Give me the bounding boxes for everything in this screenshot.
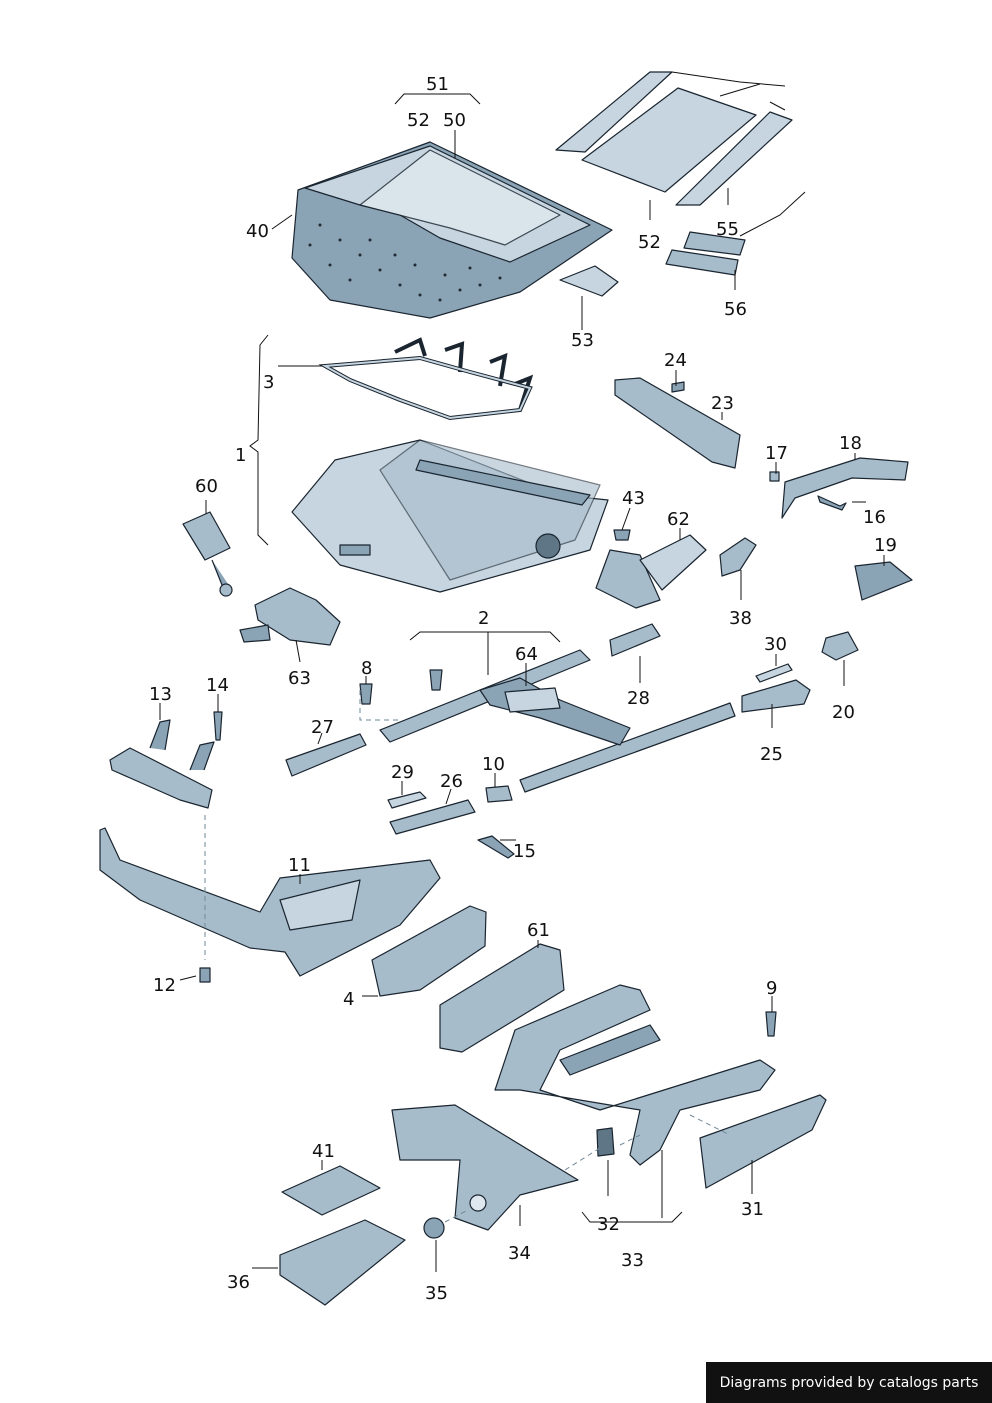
trim-part-26 (389, 799, 476, 835)
callout-8: 8 (361, 658, 372, 679)
cover-part-28 (609, 623, 661, 657)
ring-part-20 (821, 631, 859, 661)
screw-part-8b (429, 669, 443, 691)
callout-16: 16 (863, 507, 886, 528)
control-module-part-61 (439, 943, 565, 1053)
cover-part-38 (719, 537, 757, 577)
leader-lines (159, 93, 885, 1272)
callout-17: 17 (765, 443, 788, 464)
seat-cushion-part-40 (291, 141, 613, 319)
trim-part-23 (614, 377, 741, 469)
trim-panel-part-31 (699, 1094, 827, 1189)
storage-tray-part-36 (279, 1219, 406, 1306)
callout-28: 28 (627, 688, 650, 709)
callout-labels: 51 52 50 40 52 55 56 53 3 1 24 23 17 18 … (149, 74, 897, 1304)
callout-1: 1 (235, 445, 246, 466)
callout-50: 50 (443, 110, 466, 131)
callout-20: 20 (832, 702, 855, 723)
strip-part-29 (387, 791, 427, 809)
seat-pan-part-1 (291, 439, 609, 593)
callout-4: 4 (343, 989, 354, 1010)
base-frame-part-33 (494, 984, 776, 1166)
rail-assembly-part-2 (379, 649, 736, 793)
callout-40: 40 (246, 221, 269, 242)
callout-34: 34 (508, 1243, 531, 1264)
side-trim-part-11 (99, 827, 441, 977)
credit-text: Diagrams provided by catalogs parts (719, 1374, 979, 1391)
callout-56: 56 (724, 299, 747, 320)
screw-part-8 (359, 683, 373, 705)
callout-15: 15 (513, 841, 536, 862)
trim-part-27 (285, 733, 367, 777)
callout-61: 61 (527, 920, 550, 941)
callout-32: 32 (597, 1214, 620, 1235)
callout-29: 29 (391, 762, 414, 783)
callout-12: 12 (153, 975, 176, 996)
callout-55: 55 (716, 219, 739, 240)
motor-part-62 (595, 534, 707, 609)
seat-heater-part-52 (555, 71, 793, 206)
screw-part-12 (199, 967, 211, 983)
bolt-part-15 (477, 835, 515, 859)
screw-part-43 (613, 529, 631, 541)
credit-banner: Diagrams provided by catalogs parts (706, 1362, 992, 1403)
bracket-part-10 (485, 785, 513, 803)
callout-62: 62 (667, 509, 690, 530)
callout-13: 13 (149, 684, 172, 705)
trim-cover-part-19 (854, 561, 913, 601)
cover-part-4 (371, 905, 487, 997)
bolt-part-16 (817, 495, 847, 511)
bracket-part-18 (781, 457, 909, 519)
cover-part-25 (741, 679, 811, 713)
clip-part-17 (769, 471, 780, 482)
opening-part-34 (469, 1194, 487, 1212)
spring-wire-part-3-inner (321, 356, 532, 420)
cover-part-34 (391, 1104, 579, 1231)
callout-23: 23 (711, 393, 734, 414)
callout-38: 38 (729, 608, 752, 629)
pad-part-53 (559, 265, 619, 297)
callout-2: 2 (478, 608, 489, 629)
callout-43: 43 (622, 488, 645, 509)
strip-part-30 (755, 663, 793, 683)
switch-part-32 (596, 1127, 615, 1157)
callout-19: 19 (874, 535, 897, 556)
cover-part-13 (109, 719, 215, 809)
callout-52b: 52 (638, 232, 661, 253)
callout-18: 18 (839, 433, 862, 454)
callout-63: 63 (288, 668, 311, 689)
callout-3: 3 (263, 372, 274, 393)
callout-53: 53 (571, 330, 594, 351)
callout-31: 31 (741, 1199, 764, 1220)
control-unit-part-56 (665, 191, 806, 276)
callout-64: 64 (515, 644, 538, 665)
callout-27: 27 (311, 717, 334, 738)
callout-41: 41 (312, 1141, 335, 1162)
callout-24: 24 (664, 350, 687, 371)
callout-60: 60 (195, 476, 218, 497)
callout-25: 25 (760, 744, 783, 765)
callout-35: 35 (425, 1283, 448, 1304)
pad-part-41 (281, 1165, 381, 1216)
clip-part-14 (213, 711, 223, 741)
callout-30: 30 (764, 634, 787, 655)
callout-11: 11 (288, 855, 311, 876)
callout-33: 33 (621, 1250, 644, 1271)
callout-10: 10 (482, 754, 505, 775)
callout-14: 14 (206, 675, 229, 696)
callout-52: 52 (407, 110, 430, 131)
callout-36: 36 (227, 1272, 250, 1293)
callout-9: 9 (766, 978, 777, 999)
motor-part-63 (239, 587, 341, 646)
buckle-part-60 (182, 511, 233, 597)
callout-26: 26 (440, 771, 463, 792)
callout-51: 51 (426, 74, 449, 95)
plug-part-35 (423, 1217, 445, 1239)
screw-part-9 (765, 1011, 777, 1037)
